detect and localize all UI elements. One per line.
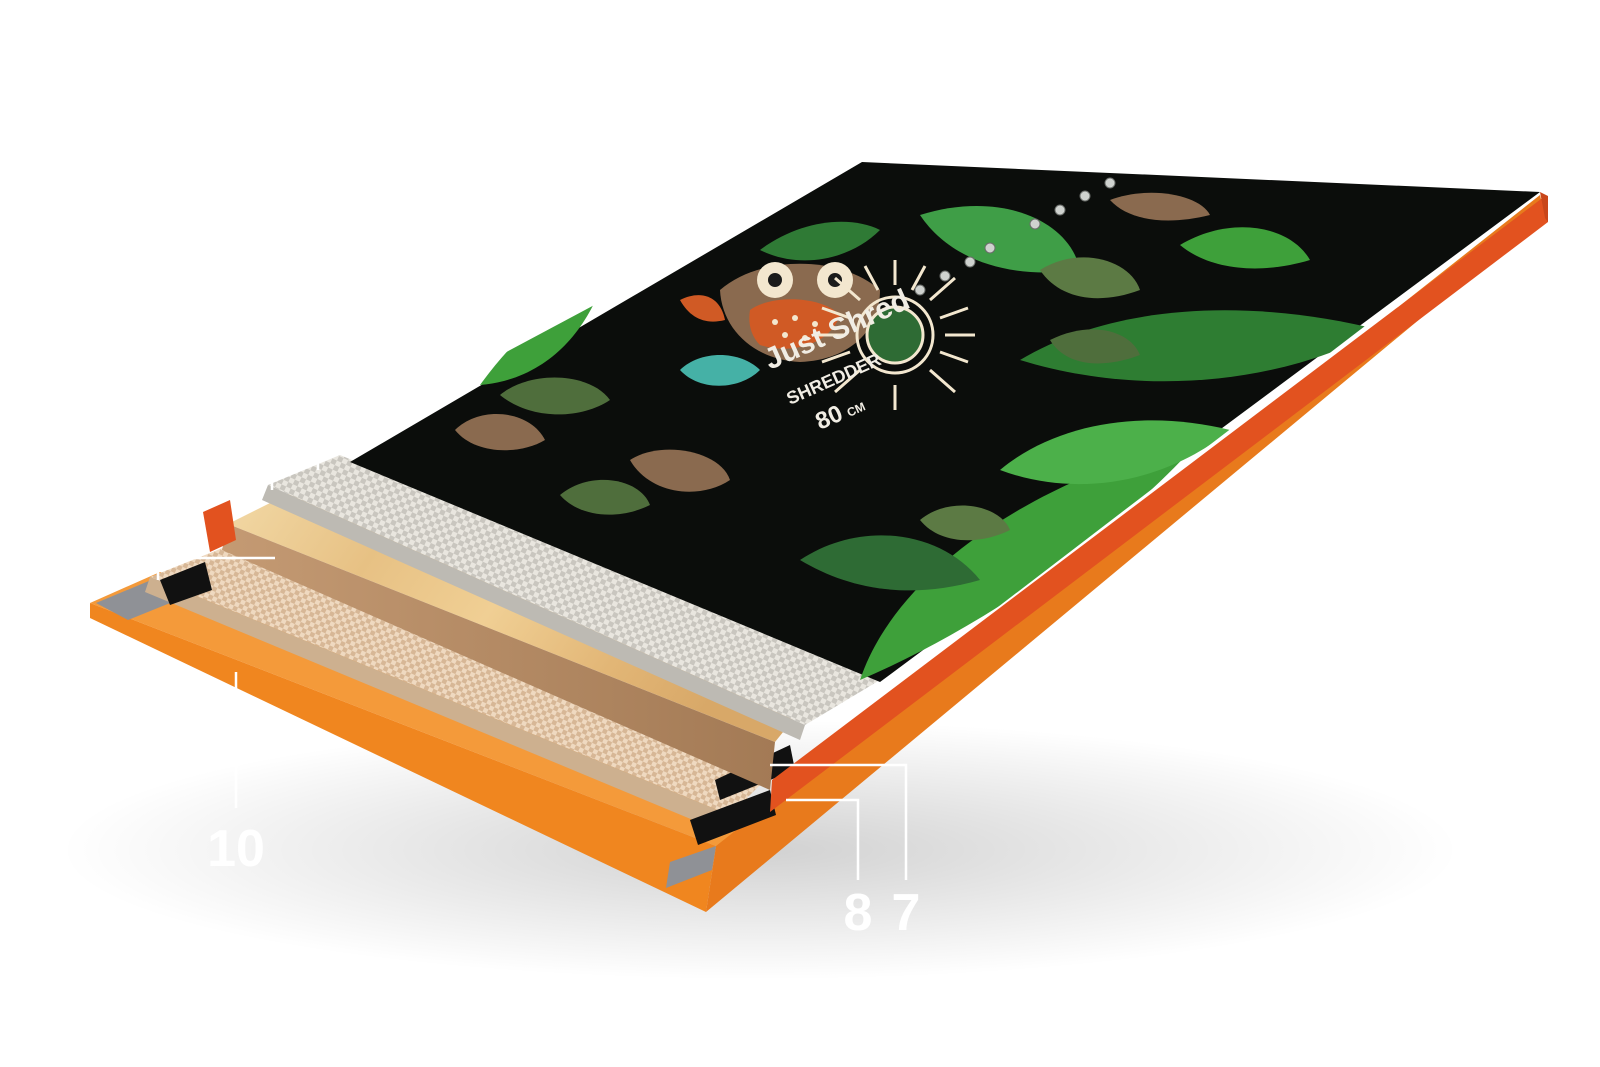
svg-text:CM: CM <box>845 399 868 419</box>
wood-core-top <box>228 488 805 742</box>
camo-pattern <box>500 377 610 415</box>
sidewall-right-strip <box>1540 192 1548 222</box>
lower-fiberglass-edge <box>145 577 730 832</box>
callout-label-core-edge: 7 <box>892 884 921 942</box>
wood-core-front <box>222 524 775 790</box>
base-front-face <box>90 603 716 912</box>
upper-fiberglass-edge <box>262 485 805 740</box>
sidewall-left <box>203 500 236 552</box>
edge-channel-left <box>160 562 212 605</box>
base-steel-edge-front <box>666 846 716 888</box>
leaf-pattern <box>860 440 1200 680</box>
callout-line-core-edge <box>770 763 908 880</box>
edge-channel-right <box>690 790 776 845</box>
top-sheet: Just Shred SHREDDER 80 CM <box>350 162 1540 682</box>
insert-holes <box>914 177 1116 296</box>
callout-label-edge-channel: 8 <box>844 884 873 942</box>
sun-emblem <box>815 260 975 410</box>
upper-fiberglass <box>268 455 880 725</box>
sidewall-right-front <box>770 196 1548 812</box>
lower-fiberglass <box>150 545 775 815</box>
callout-line-edge-channel <box>786 798 860 880</box>
callout-label-base: 10 <box>207 820 265 878</box>
callout-lines <box>156 228 908 880</box>
